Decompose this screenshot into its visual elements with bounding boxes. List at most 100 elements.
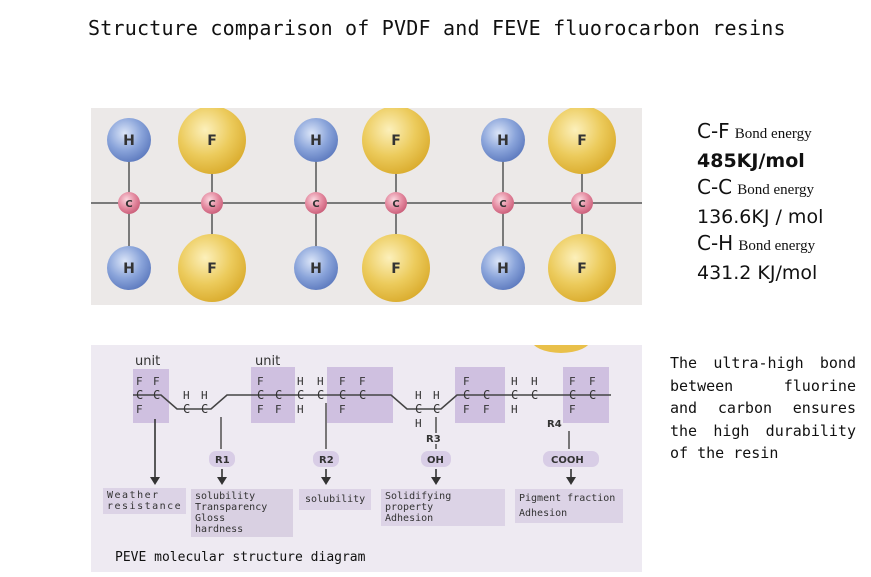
fluorine-atom: F — [339, 403, 346, 416]
fluorine-atom: F — [463, 375, 470, 388]
property-solubility-group: solubility Transparency Gloss hardness — [191, 489, 293, 537]
hydrogen-atom-label: H — [497, 261, 509, 277]
carbon-atom: C — [511, 388, 518, 402]
carbon-atom-label: C — [578, 199, 585, 210]
fluorine-atom: F — [257, 403, 264, 416]
substituent-atoms: F F F H H F F F H H H F F F H H H F F F … — [136, 375, 596, 430]
carbon-atom: C — [136, 388, 143, 402]
property-line: solubility — [305, 494, 366, 505]
carbon-atom: C — [463, 388, 470, 402]
hydrogen-atom — [107, 118, 151, 162]
property-line: Solidifying property — [385, 491, 452, 513]
backbone-carbons: C C C C C C C C C C C C C C C C C C — [136, 388, 596, 416]
carbon-atom: C — [433, 402, 440, 416]
fluorine-atom — [178, 234, 246, 302]
side-group-r1 — [209, 451, 235, 467]
hydrogen-atom: H — [317, 375, 324, 388]
carbon-atom — [385, 192, 407, 214]
fluorine-atom: F — [257, 375, 264, 388]
property-solidifying: Solidifying property Adhesion — [381, 489, 505, 526]
bond-cf-value: 485KJ/mol — [697, 149, 805, 172]
side-group-label: R2 — [319, 455, 334, 466]
hydrogen-atom: H — [415, 389, 422, 402]
fluorine-atom: F — [275, 403, 282, 416]
property-line: resistance — [107, 501, 183, 512]
durability-description: The ultra-high bond between fluorine and… — [670, 352, 856, 465]
hydrogen-atom: H — [511, 403, 518, 416]
carbon-atom-label: C — [392, 199, 399, 210]
property-solubility: solubility — [299, 489, 372, 510]
side-group-label: R4 — [547, 419, 562, 430]
fluorine-atom: F — [136, 403, 143, 416]
property-line: Adhesion — [385, 513, 434, 524]
side-group-label: COOH — [551, 455, 584, 466]
bond-energy-list: C-F Bond energy 485KJ/mol C-C Bond energ… — [697, 118, 823, 286]
carbon-atom: C — [317, 388, 324, 402]
property-arrows — [150, 419, 576, 485]
fluorine-arc-decoration — [533, 345, 589, 353]
bond-cc-row: C-C Bond energy — [697, 174, 823, 204]
hydrogen-atom — [481, 246, 525, 290]
bond-cc-value: 136.6KJ / mol — [697, 205, 824, 228]
feve-caption: PEVE molecular structure diagram — [115, 550, 366, 565]
property-line: Weather — [107, 490, 160, 501]
feve-structure-diagram: unit unit C C C C C C C C C C C C C C C … — [91, 345, 642, 572]
property-weather: Weather resistance — [103, 488, 187, 514]
carbon-atom: C — [589, 388, 596, 402]
fluorine-atom-label: F — [577, 133, 587, 149]
bond-name: C-H — [697, 231, 734, 255]
property-pigment: Pigment fraction Adhesion — [515, 489, 623, 523]
carbon-atom: C — [257, 388, 264, 402]
hydrogen-atom: H — [201, 389, 208, 402]
polymer-backbone — [133, 394, 611, 410]
hydrogen-atom-label: H — [123, 133, 135, 149]
hydrogen-atom: H — [511, 375, 518, 388]
fluorine-atom: F — [569, 403, 576, 416]
carbon-atom: C — [483, 388, 490, 402]
property-line: hardness — [195, 524, 244, 535]
carbon-atom: C — [275, 388, 282, 402]
hydrogen-atom — [294, 118, 338, 162]
fluorine-atom — [548, 108, 616, 174]
carbon-atom-label: C — [125, 199, 132, 210]
side-group-label: OH — [427, 455, 444, 466]
side-group-label: R3 — [426, 434, 441, 445]
carbon-atom: C — [359, 388, 366, 402]
property-line: Pigment fraction — [519, 493, 616, 504]
carbon-atom — [571, 192, 593, 214]
property-line: Gloss — [195, 513, 226, 524]
fluorine-atom — [548, 234, 616, 302]
hydrogen-atom-label: H — [310, 261, 322, 277]
fluorine-atom: F — [483, 403, 490, 416]
carbon-atom: C — [183, 402, 190, 416]
description-line: and carbon ensures — [670, 399, 856, 417]
carbon-atom-label: C — [499, 199, 506, 210]
carbon-atom: C — [569, 388, 576, 402]
property-line: solubility — [195, 491, 256, 502]
bond-ch-row: C-H Bond energy — [697, 230, 823, 260]
bond-label: Bond energy — [734, 126, 812, 142]
carbon-atom-label: C — [312, 199, 319, 210]
bond-cf-row: C-F Bond energy — [697, 118, 823, 148]
side-group-label: R1 — [215, 455, 230, 466]
unit-label: unit — [255, 354, 280, 369]
fluorine-atom-label: F — [207, 133, 217, 149]
hydrogen-atom — [481, 118, 525, 162]
fluorine-atom — [178, 108, 246, 174]
carbon-atom-label: C — [208, 199, 215, 210]
carbon-atom — [305, 192, 327, 214]
side-groups: R1 R2 R3 OH R4 COOH — [209, 419, 599, 467]
unit-label: unit — [135, 354, 160, 369]
hydrogen-atom: H — [297, 375, 304, 388]
fluorine-atom: F — [569, 375, 576, 388]
description-line: between fluorine — [670, 376, 856, 395]
carbon-atom: C — [297, 388, 304, 402]
fluorine-atom — [362, 108, 430, 174]
side-group-r2 — [313, 451, 339, 467]
fluorine-atom: F — [136, 375, 143, 388]
bond-name: C-F — [697, 119, 730, 143]
hydrogen-atom — [107, 246, 151, 290]
side-chain-bonds — [220, 403, 570, 449]
